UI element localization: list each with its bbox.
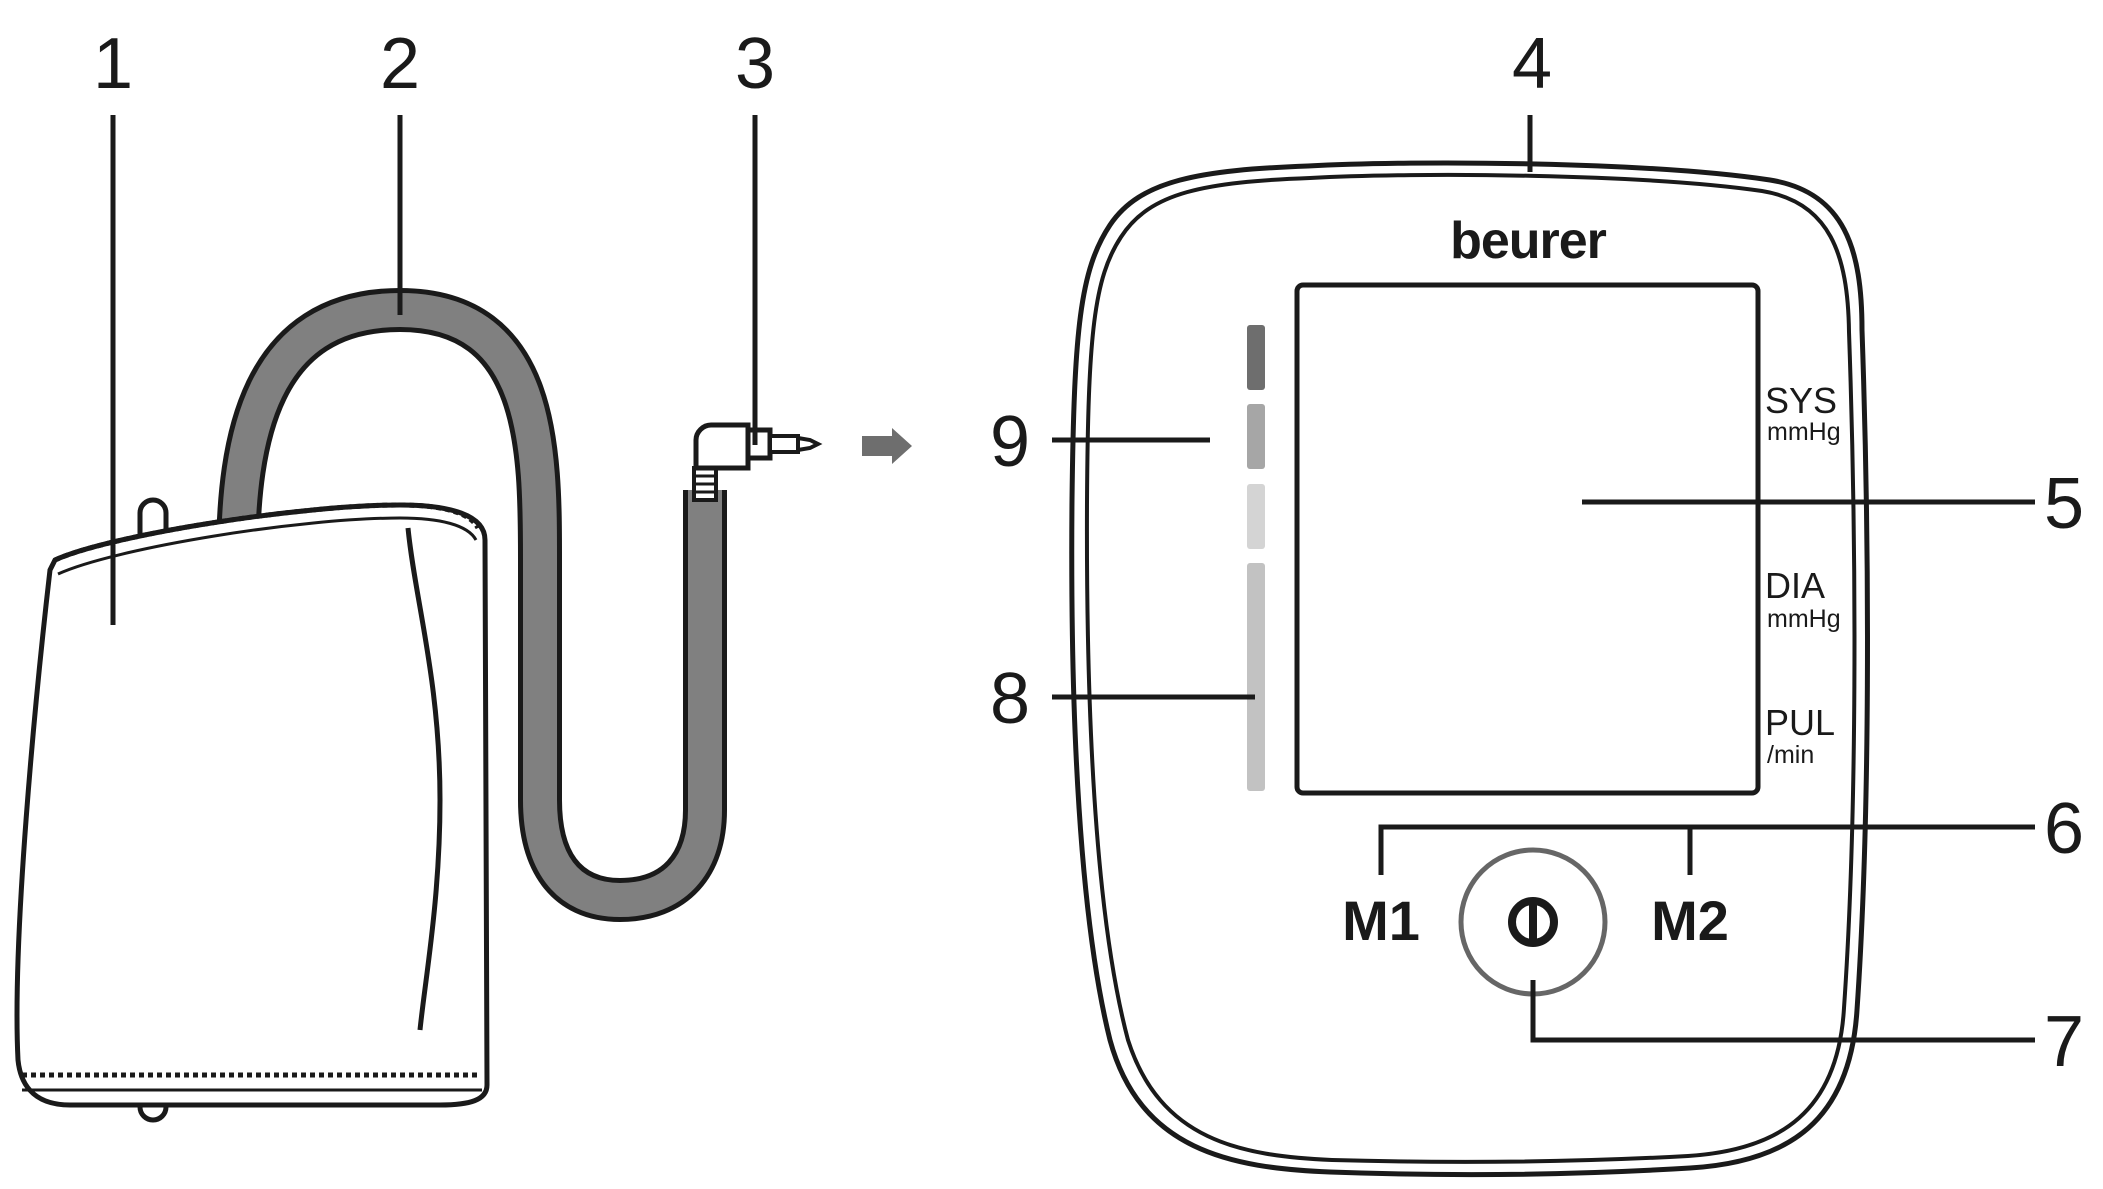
sys-label: SYS [1765, 380, 1837, 421]
connector-tip [796, 435, 823, 453]
brand-logo: beurer [1450, 212, 1607, 270]
cuff [14, 287, 727, 1123]
callout-numbers: 1 2 3 4 5 6 7 8 9 [93, 24, 2084, 1082]
risk-indicator-bar-2 [1247, 404, 1265, 469]
connector-elbow [693, 422, 751, 471]
callout-5: 5 [2044, 464, 2084, 544]
power-icon [1508, 897, 1558, 947]
callout-4: 4 [1512, 24, 1552, 104]
leader-line-7 [1530, 980, 2035, 1043]
callout-3: 3 [735, 24, 775, 104]
m2-button[interactable]: M2 [1651, 889, 1729, 952]
dia-label: DIA [1765, 565, 1825, 606]
cuff-fold-line [405, 527, 443, 1031]
risk-indicator-bar-1 [1247, 325, 1265, 390]
pul-label: PUL [1765, 702, 1835, 743]
risk-indicator-scale [1247, 325, 1265, 791]
cuff-top-seam [53, 502, 481, 563]
pul-unit: /min [1767, 741, 1814, 769]
callout-7: 7 [2044, 1002, 2084, 1082]
device-body: beurer SYS mmHg DIA mmHg PUL /min M1 M2 [1069, 160, 1870, 1178]
m1-button[interactable]: M1 [1342, 889, 1420, 952]
risk-indicator-bar-3 [1247, 484, 1265, 549]
callout-2: 2 [380, 24, 420, 104]
callout-1: 1 [93, 24, 133, 104]
power-button[interactable] [1458, 847, 1608, 997]
dia-unit: mmHg [1767, 605, 1841, 633]
callout-6: 6 [2044, 789, 2084, 869]
callout-9: 9 [990, 402, 1030, 482]
leader-lines [110, 115, 2035, 1043]
lcd-display [1294, 282, 1761, 796]
leader-line-6 [1378, 824, 2035, 875]
risk-indicator-bar-4 [1247, 563, 1265, 791]
sys-unit: mmHg [1767, 418, 1841, 446]
plug-direction-arrow [862, 428, 912, 464]
connector-plug [692, 422, 912, 502]
callout-8: 8 [990, 659, 1030, 739]
